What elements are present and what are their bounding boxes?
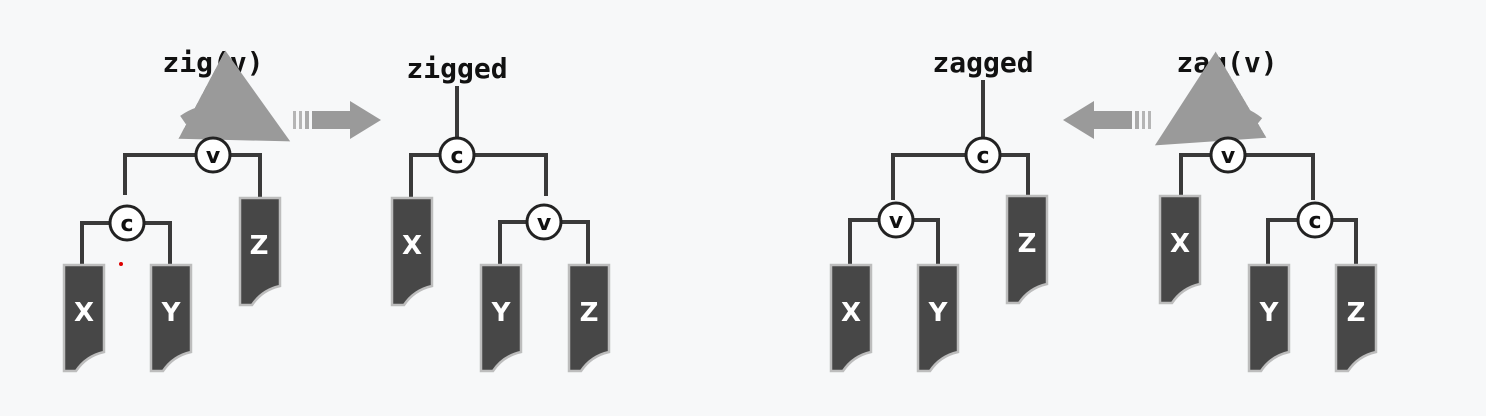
edge-c-y xyxy=(1266,218,1297,265)
subtree-x-label: X xyxy=(1170,229,1190,259)
subtree-y-label: Y xyxy=(1259,298,1280,328)
subtree-y xyxy=(149,263,193,373)
rotate-clockwise-icon xyxy=(178,50,291,142)
node-c-label: c xyxy=(976,144,989,169)
node-c xyxy=(964,136,1002,174)
node-v xyxy=(525,203,563,241)
subtree-z-label: Z xyxy=(1018,229,1037,259)
subtree-x xyxy=(1158,194,1202,305)
edge-v-x xyxy=(1179,153,1211,196)
node-c-label: c xyxy=(450,144,463,169)
arrow-left-icon xyxy=(1063,101,1151,139)
node-v-label: v xyxy=(1221,144,1236,169)
node-v xyxy=(877,201,915,239)
node-c xyxy=(108,204,146,242)
node-v xyxy=(1209,136,1247,174)
edge-c-z xyxy=(1001,153,1030,196)
zag-after-panel: zagged c v Z X Y xyxy=(829,46,1049,373)
edge-c-y xyxy=(143,221,172,265)
edge-c-z xyxy=(1333,218,1358,265)
subtree-z xyxy=(1334,263,1378,373)
node-v-label: v xyxy=(889,209,904,234)
node-v-label: v xyxy=(206,144,221,169)
edge-v-c xyxy=(123,153,195,195)
subtree-z-label: Z xyxy=(580,298,599,328)
subtree-z-label: Z xyxy=(1347,298,1366,328)
node-v xyxy=(194,136,232,174)
edge-v-z xyxy=(562,220,590,265)
subtree-y-label: Y xyxy=(928,298,949,328)
subtree-z xyxy=(1005,194,1049,305)
arrow-right-icon xyxy=(293,101,381,139)
subtree-z xyxy=(238,196,282,307)
edge-c-x xyxy=(409,153,439,198)
subtree-x-label: X xyxy=(402,231,422,261)
zagged-label: zagged xyxy=(932,46,1033,79)
node-c-label: c xyxy=(1308,209,1321,234)
subtree-y xyxy=(479,263,523,373)
edge-c-v xyxy=(891,153,965,200)
node-c xyxy=(438,136,476,174)
node-c xyxy=(1296,201,1334,239)
subtree-y xyxy=(1247,263,1291,373)
edge-v-x xyxy=(848,218,878,265)
subtree-y-label: Y xyxy=(491,298,512,328)
node-c-label: c xyxy=(120,212,133,237)
rotate-counterclockwise-icon xyxy=(1154,51,1267,146)
subtree-x-label: X xyxy=(841,298,861,328)
subtree-x-label: X xyxy=(74,298,94,328)
subtree-z xyxy=(567,263,611,373)
node-v-label: v xyxy=(537,211,552,236)
subtree-z-label: Z xyxy=(250,231,269,261)
zig-label: zig(v) xyxy=(162,46,263,79)
edge-c-x xyxy=(80,221,111,265)
edge-v-z xyxy=(231,153,262,198)
cursor-dot xyxy=(119,262,123,266)
edge-c-v xyxy=(475,153,548,196)
edge-v-y xyxy=(914,218,940,265)
subtree-x xyxy=(829,263,873,373)
zigged-label: zigged xyxy=(406,52,507,85)
zig-after-panel: zigged c v X Y Z xyxy=(390,52,611,373)
subtree-x xyxy=(390,196,434,307)
subtree-y xyxy=(916,263,960,373)
subtree-y-label: Y xyxy=(161,298,182,328)
subtree-x xyxy=(62,263,106,373)
zag-before-panel: zag(v) v c X Y Z xyxy=(1154,46,1378,373)
zag-label: zag(v) xyxy=(1176,46,1277,79)
edge-v-c xyxy=(1245,153,1315,200)
zig-before-panel: zig(v) v c Z X Y xyxy=(62,46,291,373)
edge-v-y xyxy=(498,220,526,265)
